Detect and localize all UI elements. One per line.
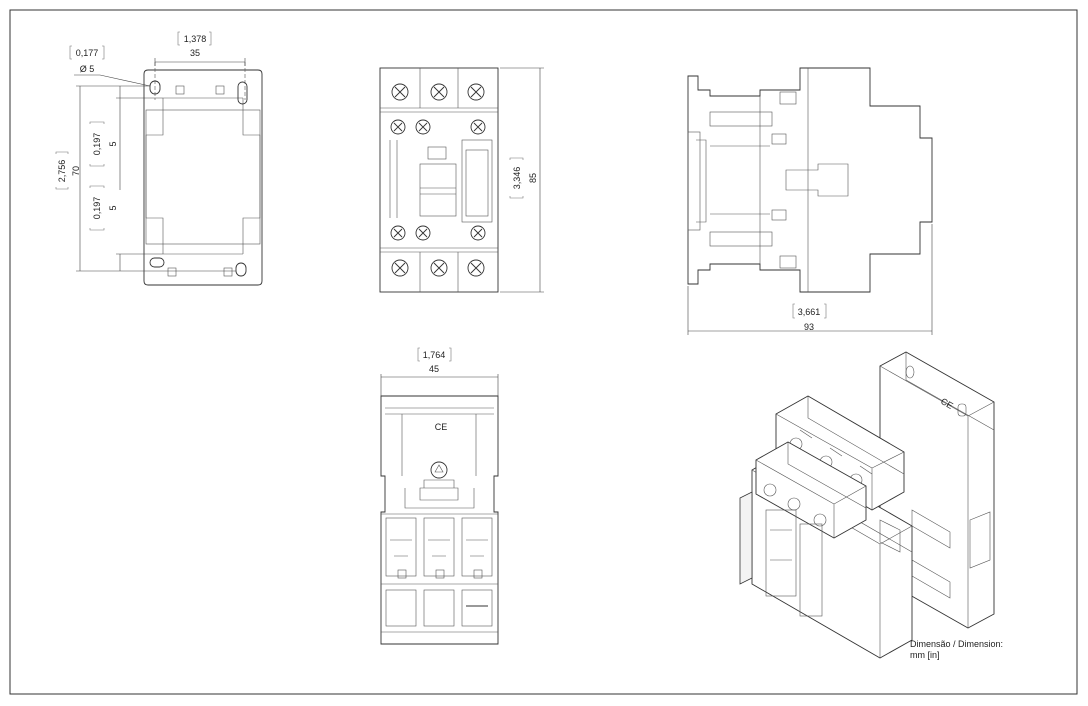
- side-view: 3,661 93: [687, 67, 933, 335]
- slot-bottom-in: 0,197: [92, 197, 102, 220]
- hole-diameter-in: 0,177: [76, 48, 99, 58]
- slot-bottom-mm: 5: [108, 205, 118, 210]
- mounting-width-in: 1,378: [184, 34, 207, 44]
- mounting-width-mm: 35: [190, 48, 200, 58]
- side-depth-mm: 93: [804, 322, 814, 332]
- front-bottom-screw-row: [390, 225, 486, 277]
- front-view: 3,346 85: [379, 67, 544, 293]
- mounting-height-mm: 70: [71, 166, 81, 176]
- mounting-height-in: 2,756: [57, 160, 67, 183]
- slot-top-mm: 5: [108, 141, 118, 146]
- front-top-screw-row: [390, 83, 486, 135]
- side-depth-in: 3,661: [798, 307, 821, 317]
- units-note-line1: Dimensão / Dimension:: [910, 639, 1003, 649]
- units-note-line2: mm [in]: [910, 650, 940, 660]
- mounting-plate-view: 1,378 35 0,177 Ø 5 2,756 70 0,197 5 0,19…: [55, 31, 263, 286]
- front-height-mm: 85: [528, 173, 538, 183]
- front-height-in: 3,346: [512, 167, 522, 190]
- top-view: CE 1,764 45: [380, 347, 499, 645]
- top-width-in: 1,764: [423, 350, 446, 360]
- isometric-view: CE: [739, 351, 995, 659]
- drawing-border: [9, 9, 1078, 695]
- slot-top-in: 0,197: [92, 133, 102, 156]
- top-ce-mark: CE: [435, 422, 448, 432]
- hole-diameter-mm: Ø 5: [80, 64, 95, 74]
- top-width-mm: 45: [429, 364, 439, 374]
